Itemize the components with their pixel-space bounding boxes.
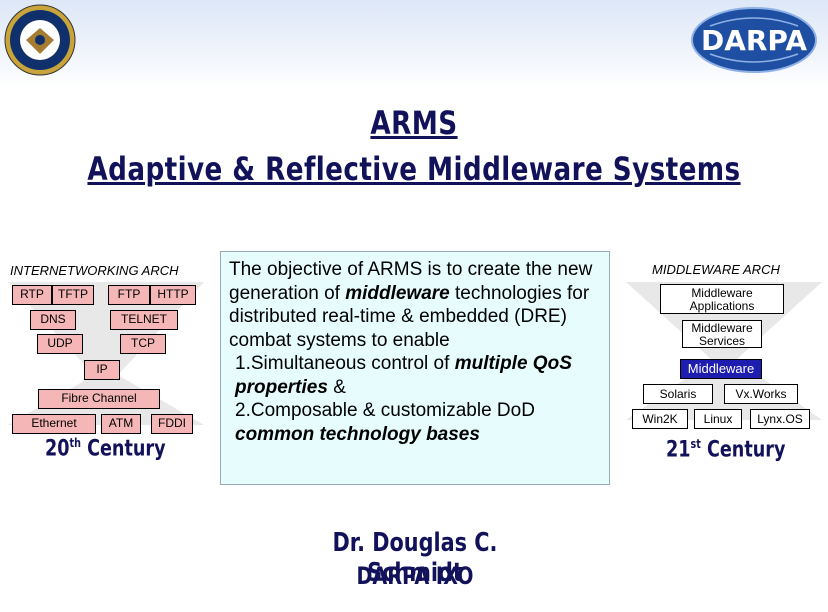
slide-subtitle: Adaptive & Reflective Middleware Systems	[87, 150, 741, 188]
slide-title: ARMS	[370, 104, 458, 142]
objective-intro: The objective of ARMS is to create the n…	[229, 258, 601, 352]
century-21-label: 21st Century	[666, 437, 785, 462]
objective-item-1-text: 1.Simultaneous control of	[235, 353, 455, 374]
objective-intro-text-2: technologies for distributed real-time &…	[229, 282, 590, 351]
century-21-word: Century	[706, 437, 786, 463]
darpa-logo: DARPA	[691, 7, 817, 73]
century-20-word: Century	[87, 436, 166, 462]
middleware-services: Middleware Services	[682, 320, 762, 348]
os-lynxos: Lynx.OS	[750, 409, 810, 429]
objective-item-2-emphasis: common technology bases	[235, 423, 480, 445]
objective-item-2-text: 2.Composable & customizable DoD	[235, 400, 535, 421]
proto-telnet: TELNET	[110, 310, 178, 330]
objective-intro-emphasis: middleware	[345, 282, 450, 304]
proto-http: HTTP	[150, 285, 196, 305]
dod-seal-logo	[4, 4, 76, 76]
author-name: Dr. Douglas C. Schmidt	[332, 528, 498, 588]
objective-textbox: The objective of ARMS is to create the n…	[220, 251, 610, 485]
century-20-num: 20	[45, 436, 70, 462]
os-win2k: Win2K	[632, 409, 688, 429]
middleware-applications: Middleware Applications	[660, 284, 784, 314]
objective-intro-text: The objective of ARMS is to create the n…	[229, 259, 593, 304]
century-21-num: 21	[666, 437, 691, 463]
objective-item-1-tail: &	[327, 376, 346, 398]
proto-atm: ATM	[101, 414, 141, 434]
darpa-logo-text: DARPA	[701, 24, 807, 57]
middleware-heading: MIDDLEWARE ARCH	[652, 262, 780, 277]
objective-item-1-emphasis: multiple QoS properties	[235, 353, 572, 398]
objective-item-2: 2.Composable & customizable DoD common t…	[229, 399, 601, 446]
author-org: DARPA IXO	[356, 562, 474, 590]
objective-item-1: 1.Simultaneous control of multiple QoS p…	[229, 352, 601, 399]
proto-fddi: FDDI	[151, 414, 193, 434]
century-20-sup: th	[69, 436, 81, 450]
proto-fibre-channel: Fibre Channel	[38, 389, 160, 409]
proto-tftp: TFTP	[52, 285, 94, 305]
proto-tcp: TCP	[120, 334, 166, 354]
proto-dns: DNS	[30, 310, 76, 330]
os-solaris: Solaris	[643, 384, 713, 404]
proto-ftp: FTP	[108, 285, 150, 305]
os-linux: Linux	[694, 409, 742, 429]
internetworking-heading: INTERNETWORKING ARCH	[10, 263, 179, 278]
proto-rtp: RTP	[12, 285, 52, 305]
os-vxworks: Vx.Works	[724, 384, 798, 404]
header-banner	[0, 0, 828, 88]
century-21-sup: st	[690, 437, 701, 451]
century-20-label: 20th Century	[45, 436, 166, 461]
proto-ethernet: Ethernet	[12, 414, 96, 434]
middleware-layer: Middleware	[680, 359, 762, 379]
proto-udp: UDP	[37, 334, 83, 354]
proto-ip: IP	[84, 360, 120, 380]
